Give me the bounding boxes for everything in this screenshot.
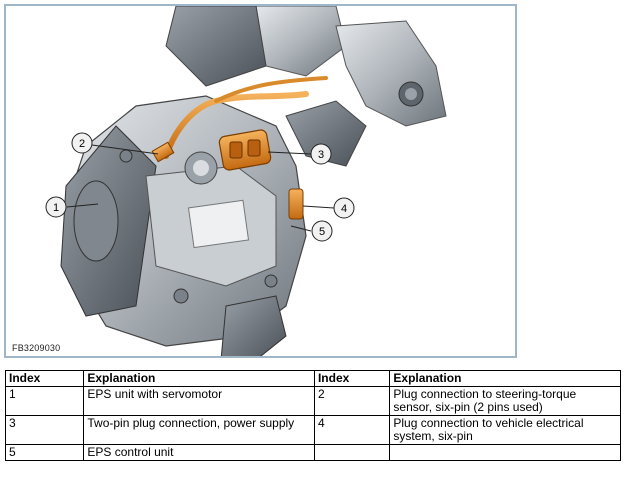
header-explanation-2: Explanation bbox=[389, 370, 621, 387]
header-index-2: Index bbox=[313, 370, 391, 387]
svg-text:1: 1 bbox=[53, 202, 59, 214]
index-cell: 5 bbox=[4, 444, 85, 461]
svg-text:4: 4 bbox=[341, 203, 347, 215]
legend-table: Index Explanation Index Explanation 1 EP… bbox=[4, 370, 621, 461]
header-index-1: Index bbox=[4, 370, 85, 387]
callout-1: 1 bbox=[45, 196, 67, 218]
eps-unit-drawing: 1 2 3 4 5 bbox=[45, 6, 447, 356]
explanation-cell: Plug connection to vehicle electrical sy… bbox=[389, 415, 621, 445]
index-cell: 2 bbox=[313, 386, 391, 416]
svg-text:5: 5 bbox=[319, 226, 325, 238]
svg-text:3: 3 bbox=[318, 149, 324, 161]
explanation-cell: Plug connection to steering-torque senso… bbox=[389, 386, 621, 416]
callout-3: 3 bbox=[310, 143, 332, 165]
callout-5: 5 bbox=[311, 220, 333, 242]
legend-row: 5 EPS control unit bbox=[4, 444, 621, 461]
index-cell: 3 bbox=[4, 415, 85, 445]
callout-4: 4 bbox=[333, 197, 355, 219]
explanation-cell: EPS unit with servomotor bbox=[83, 386, 315, 416]
figure-code: FB3209030 bbox=[12, 343, 61, 353]
explanation-cell: EPS control unit bbox=[83, 444, 315, 461]
explanation-cell: Two-pin plug connection, power supply bbox=[83, 415, 315, 445]
index-cell: 4 bbox=[313, 415, 391, 445]
header-explanation-1: Explanation bbox=[83, 370, 315, 387]
eps-illustration: 1 2 3 4 5 FB3209030 bbox=[4, 4, 517, 358]
explanation-cell bbox=[389, 444, 621, 461]
index-cell: 1 bbox=[4, 386, 85, 416]
legend-row: 1 EPS unit with servomotor 2 Plug connec… bbox=[4, 386, 621, 416]
svg-text:2: 2 bbox=[79, 138, 85, 150]
index-cell bbox=[313, 444, 391, 461]
callout-2: 2 bbox=[71, 132, 93, 154]
legend-header-row: Index Explanation Index Explanation bbox=[4, 370, 621, 387]
legend-row: 3 Two-pin plug connection, power supply … bbox=[4, 415, 621, 445]
